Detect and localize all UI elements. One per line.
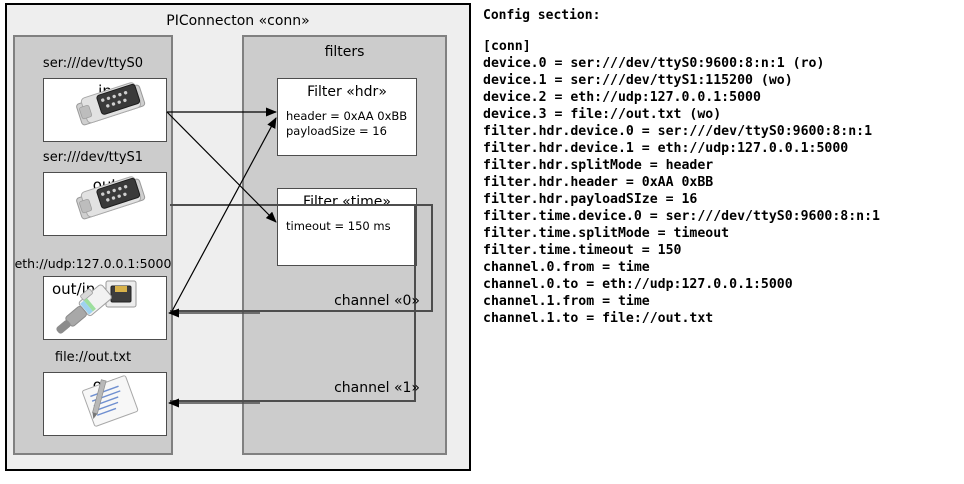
config-line: device.1 = ser:///dev/ttyS1:115200 (wo)	[483, 73, 793, 88]
filter-hdr-node[interactable]: Filter «hdr» header = 0xAA 0xBB payloadS…	[277, 78, 417, 156]
filter-time-attrs: timeout = 150 ms	[286, 219, 391, 234]
config-line: filter.hdr.header = 0xAA 0xBB	[483, 175, 714, 190]
config-line: filter.hdr.device.0 = ser:///dev/ttyS0:9…	[483, 124, 873, 139]
device-2-caption: eth://udp:127.0.0.1:5000	[14, 256, 172, 271]
device-3-node[interactable]: out	[43, 372, 167, 436]
device-0-caption: ser:///dev/ttyS0	[42, 56, 144, 71]
config-line: [conn]	[483, 39, 531, 54]
channel-0-path	[170, 204, 433, 312]
config-line: filter.hdr.device.1 = eth://udp:127.0.0.…	[483, 141, 849, 156]
filter-time-title: Filter «time»	[303, 194, 391, 210]
filter-time-node[interactable]: Filter «time» timeout = 150 ms	[277, 188, 417, 266]
config-line: filter.time.device.0 = ser:///dev/ttyS0:…	[483, 209, 880, 224]
filter-time-attr-timeout: timeout = 150 ms	[286, 219, 391, 233]
config-lines: [conn] device.0 = ser:///dev/ttyS0:9600:8…	[483, 38, 880, 327]
config-line: channel.0.from = time	[483, 260, 650, 275]
config-line: filter.time.timeout = 150	[483, 243, 682, 258]
config-heading: Config section:	[483, 8, 601, 23]
serial-port-icon	[76, 176, 146, 220]
component-title: PIConnecton «conn»	[166, 13, 310, 29]
filters-panel-title: filters	[324, 44, 365, 60]
filter-hdr-attr-header: header = 0xAA 0xBB	[286, 109, 408, 123]
device-1-caption: ser:///dev/ttyS1	[42, 150, 144, 165]
device-2-node[interactable]: out/in	[43, 276, 167, 340]
config-line: filter.hdr.splitMode = header	[483, 158, 714, 173]
device-1-node[interactable]: out	[43, 172, 167, 236]
device-0-node[interactable]: in	[43, 78, 167, 142]
config-line: device.2 = eth://udp:127.0.0.1:5000	[483, 90, 761, 105]
config-line: channel.1.from = time	[483, 294, 650, 309]
config-line: device.3 = file://out.txt (wo)	[483, 107, 722, 122]
config-line: filter.hdr.payloadSIze = 16	[483, 192, 698, 207]
device-3-caption: file://out.txt	[54, 350, 132, 365]
serial-port-icon	[76, 82, 146, 126]
ethernet-jack-icon	[56, 280, 137, 334]
architecture-diagram: PIConnecton «conn» filters ser:///dev/tt…	[0, 0, 478, 484]
filter-hdr-title: Filter «hdr»	[307, 84, 387, 100]
filter-hdr-attrs: header = 0xAA 0xBB payloadSize = 16	[286, 109, 407, 139]
config-line: filter.time.splitMode = timeout	[483, 226, 730, 241]
channel-1-label: channel «1»	[334, 380, 420, 396]
config-line: channel.1.to = file://out.txt	[483, 311, 714, 326]
config-line: channel.0.to = eth://udp:127.0.0.1:5000	[483, 277, 793, 292]
text-file-icon	[82, 375, 139, 427]
channel-0-label: channel «0»	[334, 293, 420, 309]
config-section: Config section: [conn] device.0 = ser:///…	[478, 0, 964, 484]
config-line: device.0 = ser:///dev/ttyS0:9600:8:n:1 (…	[483, 56, 825, 71]
filter-hdr-attr-payloadsize: payloadSize = 16	[286, 124, 387, 138]
